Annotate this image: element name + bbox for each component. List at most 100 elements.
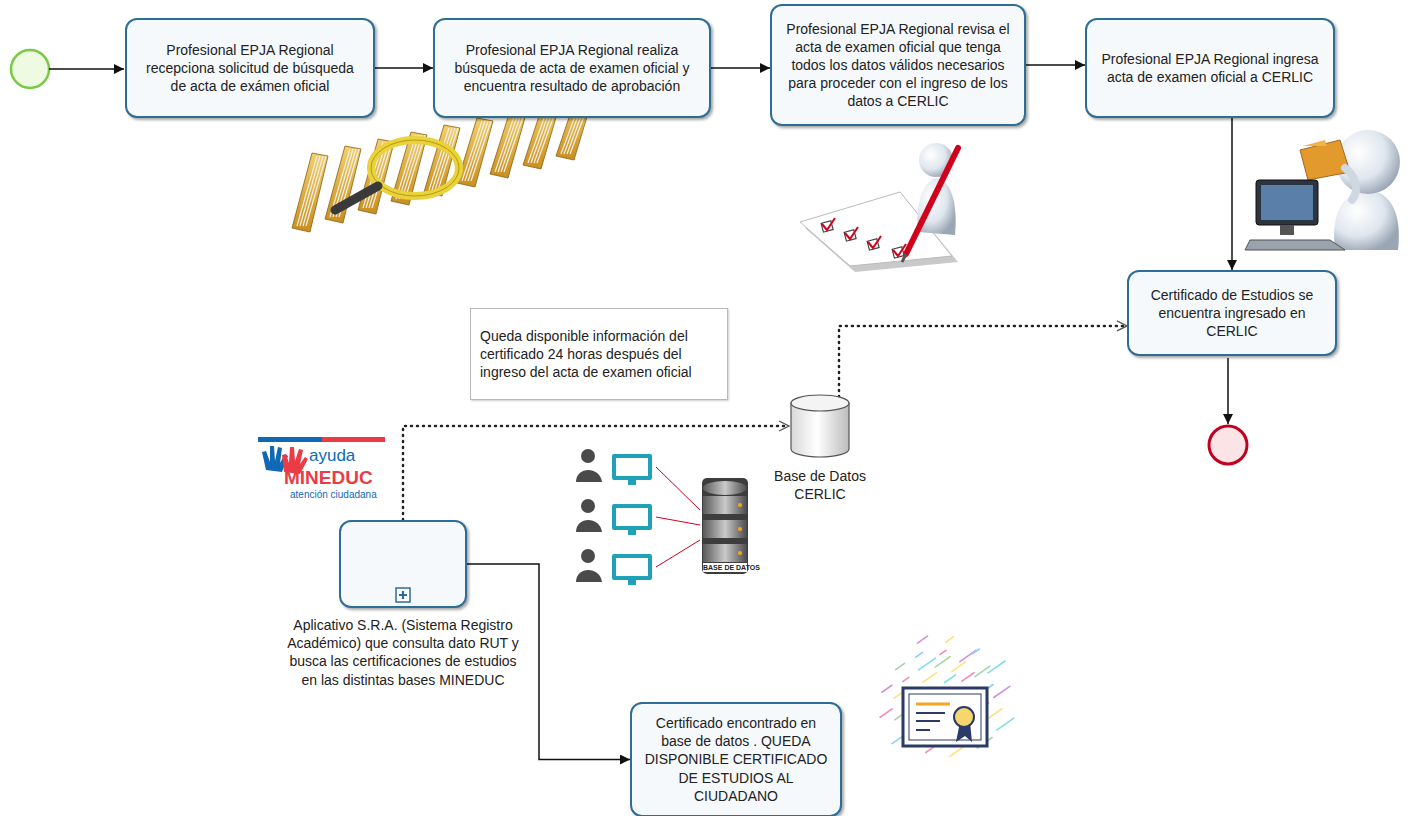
certificate-illustration-part-part bbox=[917, 636, 927, 643]
users-server-illustration-part bbox=[738, 527, 742, 531]
certificate-illustration-part-part bbox=[940, 650, 946, 654]
process-box: Profesional EPJA Regional realiza búsque… bbox=[433, 18, 711, 118]
folders-illustration-part-part bbox=[468, 121, 488, 181]
association-connector bbox=[403, 426, 789, 520]
folders-illustration-part-part bbox=[457, 118, 493, 187]
end-event-part bbox=[1227, 358, 1229, 424]
users-server-illustration-part bbox=[738, 503, 742, 507]
person-computer-illustration-part bbox=[1334, 190, 1399, 250]
folders-illustration-part-part bbox=[292, 153, 328, 232]
process-box: Profesional EPJA Regional revisa el acta… bbox=[770, 4, 1026, 126]
certificate-illustration-part-part bbox=[997, 718, 1014, 730]
certificate-illustration-part-part bbox=[952, 662, 966, 672]
certificate-illustration-part-part bbox=[880, 709, 892, 717]
users-server-illustration-part-part bbox=[656, 467, 700, 510]
start-event-part bbox=[11, 50, 49, 88]
certificate-illustration-part-part bbox=[988, 709, 1002, 719]
users-server-illustration-part-part bbox=[656, 517, 700, 525]
certificate-illustration-part-part bbox=[903, 677, 909, 681]
certificate-illustration-part-part bbox=[896, 663, 905, 669]
users-server-illustration-part-part bbox=[581, 449, 595, 463]
users-server-illustration-part-part bbox=[656, 540, 700, 567]
checklist-illustration bbox=[800, 143, 958, 272]
users-server-illustration-part bbox=[703, 520, 747, 538]
subprocess-shape bbox=[339, 520, 467, 608]
end-event bbox=[1209, 358, 1247, 464]
folders-illustration-part-part bbox=[498, 114, 518, 172]
certificate-illustration-part-part bbox=[935, 657, 950, 668]
process-box: Certificado encontrado en base de datos … bbox=[630, 702, 842, 816]
certificate-illustration-part-part bbox=[972, 649, 979, 654]
certificate-illustration-part-part bbox=[994, 686, 1010, 697]
users-server-illustration-part bbox=[576, 449, 700, 585]
process-text: Certificado encontrado en base de datos … bbox=[642, 714, 830, 805]
users-server-illustration-part bbox=[703, 481, 747, 495]
process-box: Profesional EPJA Regional recepciona sol… bbox=[125, 18, 375, 118]
users-server-illustration-part-part bbox=[576, 570, 602, 582]
process-box: Profesional EPJA Regional ingresa acta d… bbox=[1085, 18, 1335, 118]
person-computer-illustration-part bbox=[1280, 225, 1294, 235]
logo-word: ayuda bbox=[309, 447, 355, 466]
users-server-illustration-part bbox=[703, 496, 747, 514]
checklist-illustration-part bbox=[906, 148, 958, 254]
mineduc-logo-part bbox=[258, 437, 322, 442]
certificate-illustration-part-part bbox=[960, 650, 976, 661]
icon-caption: BASE DE DATOS bbox=[703, 564, 760, 572]
person-computer-illustration-part bbox=[1261, 185, 1313, 220]
users-server-illustration-part bbox=[572, 448, 762, 583]
checklist-illustration-part-part bbox=[822, 218, 835, 230]
process-text: Certificado de Estudios se encuentra ing… bbox=[1139, 286, 1325, 341]
person-computer-illustration bbox=[1245, 130, 1400, 250]
users-server-illustration-part bbox=[738, 551, 742, 555]
folders-illustration-part-part bbox=[462, 121, 482, 181]
folders-illustration-part-part bbox=[325, 146, 361, 223]
certificate-illustration-part bbox=[916, 729, 930, 731]
database-cylinder: Base de Datos CERLIC bbox=[760, 393, 880, 503]
certificate-illustration-part-part bbox=[945, 637, 953, 643]
checklist-illustration-part bbox=[821, 221, 904, 258]
start-event bbox=[11, 50, 124, 88]
subprocess-marker-part bbox=[396, 588, 410, 602]
process-text: Profesional EPJA Regional recepciona sol… bbox=[137, 41, 363, 96]
database-cylinder-shape bbox=[789, 393, 851, 459]
users-server-illustration bbox=[572, 448, 762, 585]
folders-illustration-part bbox=[371, 140, 459, 196]
annotation-text: Queda disponible información del certifi… bbox=[480, 327, 718, 382]
users-server-illustration-part-part bbox=[612, 454, 652, 480]
users-server-illustration-part-part bbox=[612, 554, 652, 580]
process-text: Profesional EPJA Regional ingresa acta d… bbox=[1097, 50, 1323, 86]
checklist-illustration-part-part bbox=[868, 236, 881, 248]
logo-brand: MINEDUC bbox=[284, 468, 373, 489]
certificate-illustration-part-part bbox=[919, 658, 936, 670]
certificate-illustration-part bbox=[916, 712, 945, 714]
logo-tagline: atención ciudadana bbox=[290, 489, 377, 500]
mineduc-logo-part bbox=[322, 437, 385, 442]
certificate-illustration-part bbox=[916, 720, 940, 722]
users-server-illustration-part bbox=[702, 478, 748, 574]
folders-illustration-part-part bbox=[405, 135, 425, 199]
checklist-illustration-part-part bbox=[845, 227, 858, 239]
users-server-illustration-part-part bbox=[576, 470, 602, 482]
sequence-connector bbox=[1231, 118, 1233, 270]
users-server-illustration-part-part bbox=[628, 530, 636, 535]
shape-label: Base de Datos CERLIC bbox=[765, 467, 875, 503]
folders-illustration-part-part bbox=[471, 121, 491, 181]
users-server-illustration-part-part bbox=[581, 499, 595, 513]
sequence-connector bbox=[711, 67, 770, 69]
folders-illustration-part-part bbox=[297, 156, 317, 226]
certificate-illustration-part bbox=[916, 703, 950, 706]
certificate-illustration-part bbox=[880, 636, 1014, 756]
sequence-connector bbox=[1026, 64, 1085, 66]
start-event-part bbox=[49, 68, 124, 70]
process-box: Certificado de Estudios se encuentra ing… bbox=[1127, 270, 1337, 356]
database-cylinder-shape-part bbox=[791, 395, 849, 411]
folders-illustration-part-part bbox=[306, 156, 326, 226]
process-text: Profesional EPJA Regional revisa el acta… bbox=[782, 20, 1014, 111]
users-server-illustration-part-part bbox=[628, 480, 636, 485]
certificate-illustration-part-part bbox=[950, 746, 964, 756]
users-server-illustration-part-part bbox=[628, 580, 636, 585]
process-text: Profesional EPJA Regional realiza búsque… bbox=[445, 41, 699, 96]
